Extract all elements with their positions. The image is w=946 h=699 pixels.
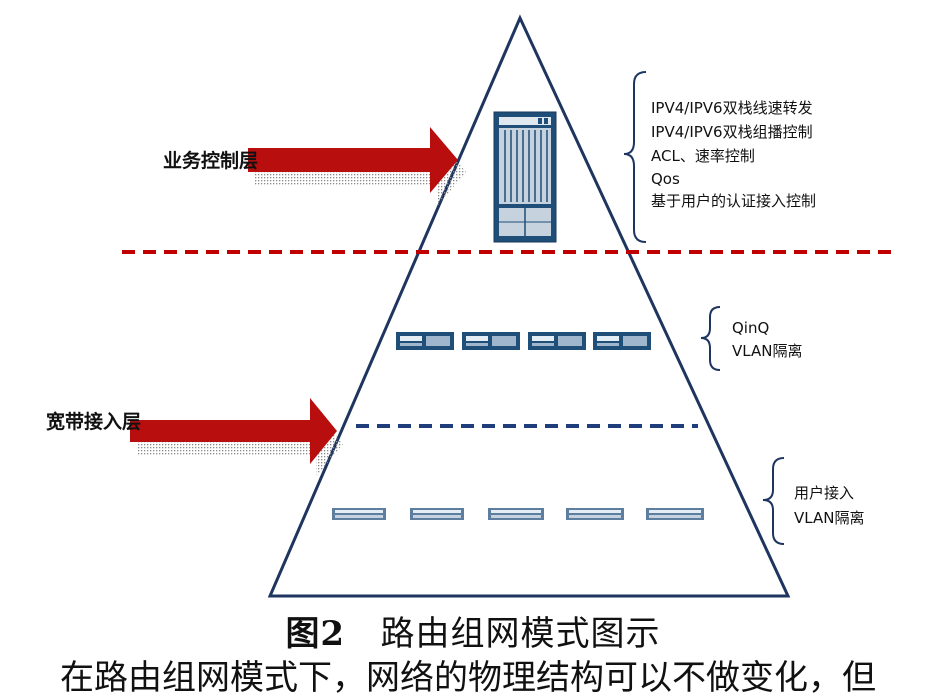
pyramid-outline <box>267 14 791 598</box>
top-features-list: IPV4/IPV6双栈线速转发 IPV4/IPV6双栈组播控制 ACL、速率控制… <box>651 99 816 210</box>
aggregation-switch-row <box>396 332 651 350</box>
top-feature-item: IPV4/IPV6双栈线速转发 <box>651 99 813 117</box>
figure-title: 路由组网模式图示 <box>380 614 661 654</box>
broadband-access-layer-label: 宽带接入层 <box>46 410 141 433</box>
access-switch-icon <box>646 508 704 520</box>
figure-number: 图2 <box>285 614 346 654</box>
middle-feature-item: QinQ <box>732 319 769 337</box>
access-switch-icon <box>488 508 544 520</box>
access-switch-row <box>332 508 704 520</box>
aggregation-switch-icon <box>593 332 651 350</box>
access-switch-icon <box>566 508 624 520</box>
figure-caption: 图2 路由组网模式图示 <box>0 606 946 655</box>
middle-features-brace <box>700 306 721 371</box>
broadband-access-arrow <box>130 398 343 477</box>
aggregation-switch-icon <box>528 332 586 350</box>
network-pyramid-diagram: 业务控制层 宽带接入层 <box>46 14 896 598</box>
top-feature-item: IPV4/IPV6双栈组播控制 <box>651 123 813 141</box>
bottom-feature-item: VLAN隔离 <box>794 509 864 527</box>
aggregation-switch-icon <box>462 332 520 350</box>
service-control-arrow <box>248 127 466 205</box>
continuation-paragraph: 在路由组网模式下，网络的物理结构可以不做变化，但 <box>60 658 876 698</box>
chassis-router-icon <box>493 111 557 243</box>
bottom-features-brace <box>762 457 785 545</box>
middle-feature-item: VLAN隔离 <box>732 342 802 360</box>
top-feature-item: Qos <box>651 170 680 188</box>
aggregation-switch-icon <box>396 332 454 350</box>
access-switch-icon <box>410 508 464 520</box>
top-feature-item: 基于用户的认证接入控制 <box>651 192 816 210</box>
top-features-brace <box>623 71 647 243</box>
bottom-features-list: 用户接入 VLAN隔离 <box>794 484 864 527</box>
access-switch-icon <box>332 508 386 520</box>
top-feature-item: ACL、速率控制 <box>651 147 755 165</box>
service-control-layer-label: 业务控制层 <box>163 149 258 172</box>
bottom-feature-item: 用户接入 <box>794 484 854 502</box>
middle-features-list: QinQ VLAN隔离 <box>732 319 802 360</box>
